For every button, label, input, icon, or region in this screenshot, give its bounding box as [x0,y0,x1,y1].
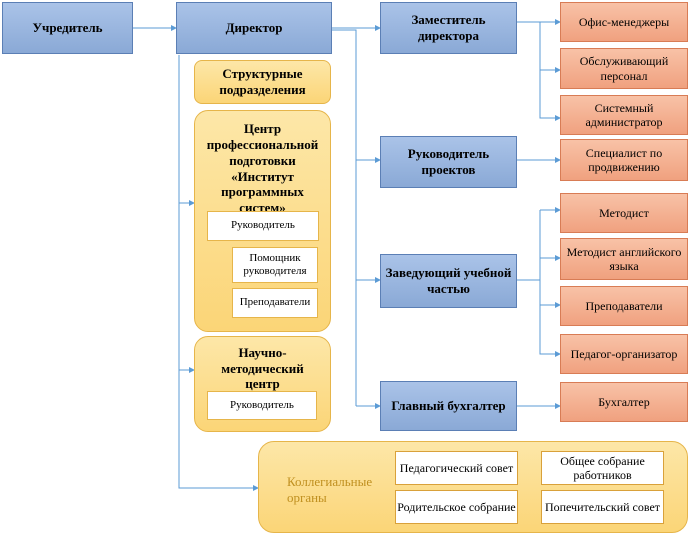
research-center-title: Научно-методический центр [221,345,304,392]
general-staff-meeting: Общее собрание работников [541,451,664,485]
system-admin-box: Системный администратор [560,95,688,135]
promotion-specialist-box: Специалист по продвижению [560,139,688,181]
head-of-studies-box: Заведующий учебной частью [380,254,517,308]
research-center-head: Руководитель [207,391,317,420]
accountant-box: Бухгалтер [560,382,688,422]
founder-box: Учредитель [2,2,133,54]
service-staff-box: Обслуживающий персонал [560,48,688,89]
pedagogue-organizer-box: Педагог-организатор [560,334,688,374]
parent-meeting: Родительское собрание [395,490,518,524]
structural-units-box: Структурные подразделения [194,60,331,104]
training-center-teachers: Преподаватели [232,288,318,318]
project-manager-box: Руководитель проектов [380,136,517,188]
pedagogical-council: Педагогический совет [395,451,518,485]
teachers-box: Преподаватели [560,286,688,326]
methodist-box: Методист [560,193,688,233]
chief-accountant-box: Главный бухгалтер [380,381,517,431]
training-center-head: Руководитель [207,211,319,241]
board-of-trustees: Попечительский совет [541,490,664,524]
english-methodist-box: Методист английского языка [560,238,688,280]
training-center-assistant: Помощник руководителя [232,247,318,283]
training-center-title: Центр профессиональной подготовки «Инсти… [206,121,319,216]
director-box: Директор [176,2,332,54]
office-managers-box: Офис-менеджеры [560,2,688,42]
deputy-director-box: Заместитель директора [380,2,517,54]
collegial-bodies-title: Коллегиальные органы [287,474,373,506]
